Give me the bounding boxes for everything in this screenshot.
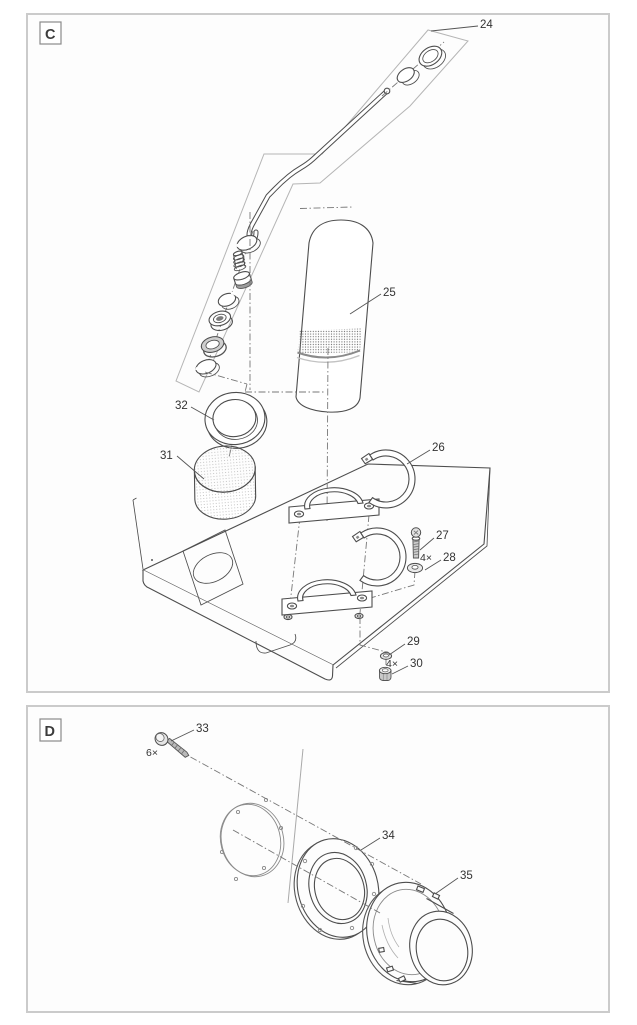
wall-section-line	[287, 748, 304, 904]
part-label-26: 26	[432, 442, 445, 454]
part-label-29: 29	[407, 636, 420, 648]
qty-label-29-30: 4×	[386, 658, 398, 670]
housing-rim-line	[297, 349, 361, 359]
panel-d-letter-box	[39, 718, 62, 742]
mounting-screw	[154, 732, 190, 758]
housing-perforation-band	[297, 328, 362, 354]
leader-29	[388, 643, 406, 656]
part-label-28: 28	[443, 552, 456, 564]
part-label-30: 30	[410, 658, 423, 670]
bushing	[200, 336, 227, 358]
part-label-25: 25	[383, 287, 396, 299]
circlip-lower	[195, 359, 220, 378]
retaining-ring	[396, 67, 420, 86]
handle-assembly-outline	[175, 29, 469, 393]
base-nut	[378, 666, 392, 681]
part-label-27: 27	[436, 530, 449, 542]
leader-27	[419, 537, 435, 551]
panel-d-letter: D	[45, 724, 55, 740]
leader-30	[391, 665, 409, 675]
clamp-washer	[406, 562, 424, 574]
leader-32	[190, 406, 215, 421]
panel-d: D	[26, 705, 610, 1013]
housing-center-axis	[326, 347, 329, 522]
flange-ring	[293, 838, 380, 940]
o-ring-large	[204, 391, 268, 449]
cap-ring	[418, 45, 447, 70]
qty-label-33: 6×	[146, 747, 158, 759]
leader-33	[170, 729, 195, 742]
qty-label-27-28: 4×	[420, 552, 432, 564]
leader-35	[434, 877, 459, 895]
leader-25	[349, 293, 382, 315]
panel-c: C	[26, 13, 610, 693]
leader-28	[424, 559, 442, 571]
base-washer	[379, 651, 393, 660]
panel-c-letter: C	[45, 27, 56, 43]
part-label-31: 31	[160, 450, 173, 462]
guide-housing-box	[249, 206, 353, 390]
screw-axis-line	[190, 756, 422, 885]
flat-gasket	[219, 797, 285, 882]
part-label-35: 35	[460, 870, 473, 882]
leader-26	[406, 449, 431, 465]
part-label-34: 34	[382, 830, 395, 842]
leader-34	[360, 837, 381, 851]
gland-nut	[208, 310, 233, 332]
foam-filter	[193, 445, 257, 520]
uvc-housing-cylinder	[295, 219, 374, 413]
pipe-socket	[362, 881, 473, 986]
center-axis-line	[232, 829, 381, 914]
leader-24	[430, 25, 479, 32]
o-ring-small	[217, 291, 240, 310]
threaded-plug	[232, 250, 253, 289]
washer-axis	[366, 570, 416, 600]
part-label-33: 33	[196, 723, 209, 735]
base-bracket	[132, 463, 491, 681]
leader-31	[176, 455, 205, 480]
clamp-screw	[410, 527, 422, 559]
part-label-32: 32	[175, 400, 188, 412]
part-label-24: 24	[480, 19, 493, 31]
panel-c-letter-box	[39, 21, 62, 45]
